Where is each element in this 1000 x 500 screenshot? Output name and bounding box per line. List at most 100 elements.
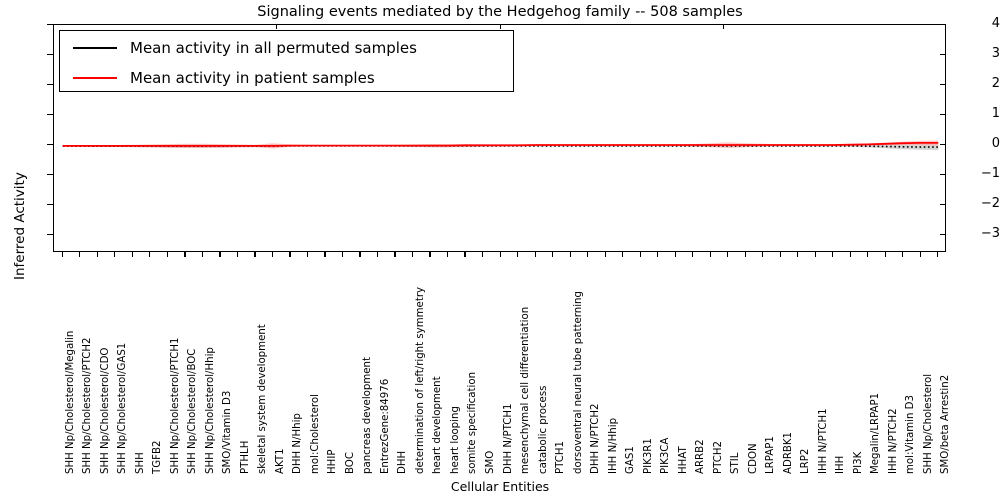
x-tick-mark [359,252,361,257]
x-tick-label: AKT1 [274,448,286,474]
x-tick-label: SHH Np/Cholesterol/PTCH2 [82,337,94,474]
x-tick-label: skeletal system development [257,324,269,474]
x-top-tick-mark [499,24,501,29]
y-tick-label: −2 [980,196,1000,211]
x-tick-mark [727,252,729,257]
y-tick-mark [47,234,53,236]
plot-svg [62,140,939,151]
x-tick-label: HHIP [327,449,339,474]
x-tick-mark [884,252,886,257]
x-tick-label: PIK3R1 [642,438,654,474]
x-tick-mark [534,252,536,257]
x-tick-label: SHH Np/Cholesterol/Megalin [64,330,76,474]
y-tick-label: 3 [991,46,1000,61]
y-tick-mark [940,114,946,116]
x-tick-label: SMO/Vitamin D3 [222,390,234,474]
x-tick-mark [902,252,904,257]
x-tick-mark [289,252,291,257]
x-tick-label: HHAT [677,446,689,474]
x-tick-mark [464,252,466,257]
x-tick-label: catabolic process [537,385,549,474]
legend-line-patient [73,77,117,79]
x-tick-mark [411,252,414,257]
x-tick-label: somite specification [467,371,479,474]
legend-line-permuted [73,47,117,49]
x-tick-label: mol:Vitamin D3 [905,394,917,474]
y-tick-mark [940,24,946,26]
x-tick-label: BOC [344,452,356,474]
x-tick-label: dorsoventral neural tube patterning [572,291,584,474]
x-tick-mark [709,252,711,257]
legend-label-permuted: Mean activity in all permuted samples [130,39,417,57]
x-tick-mark [639,252,641,257]
x-tick-label: PIK3CA [660,437,672,474]
x-tick-mark [481,252,484,257]
x-tick-label: DHH N/Hhip [292,413,304,474]
x-tick-mark [131,252,133,257]
x-tick-label: mesenchymal cell differentiation [520,306,531,474]
x-tick-label: DHH N/PTCH2 [590,403,602,474]
x-tick-mark [499,252,501,257]
y-tick-mark [940,234,946,236]
x-tick-mark [96,252,98,257]
x-tick-label: heart looping [449,406,461,474]
x-tick-mark [674,252,676,257]
y-tick-mark [47,54,53,56]
x-tick-mark [867,252,869,257]
y-tick-mark [940,174,946,176]
y-tick-label: 2 [991,76,1000,91]
x-tick-label: IHH N/PTCH1 [817,408,829,474]
x-tick-mark [446,252,449,257]
y-tick-mark [47,84,53,86]
y-tick-mark [940,144,946,146]
x-tick-mark [376,252,379,257]
x-tick-label: SHH Np/Cholesterol/Hhip [204,347,216,474]
x-tick-label: Megalin/LRPAP1 [870,392,882,474]
x-tick-label: LRP2 [800,448,812,474]
x-tick-mark [429,252,431,257]
x-tick-label: SMO/beta Arrestin2 [940,374,952,474]
x-tick-mark [517,252,519,257]
legend-entry: Mean activity in patient samples [60,65,513,91]
x-top-tick-mark [276,24,278,29]
chart-legend: Mean activity in all permuted samples Me… [59,30,514,92]
x-tick-label: heart development [432,376,444,474]
x-tick-mark [622,252,624,257]
x-tick-label: determination of left/right symmetry [414,286,426,474]
x-tick-label: IHH N/Hhip [607,417,619,474]
x-tick-mark [814,252,816,257]
x-tick-label: IHH N/PTCH2 [887,408,899,474]
legend-entry: Mean activity in all permuted samples [60,35,513,61]
x-tick-label: ADRBK1 [782,431,794,474]
x-tick-label: DHH [397,450,409,474]
x-tick-mark [849,252,851,257]
x-tick-mark [324,252,326,257]
y-tick-mark [940,84,946,86]
x-tick-mark [692,252,694,257]
y-tick-label: 4 [991,16,1000,31]
y-tick-mark [940,204,946,206]
x-tick-mark [254,252,256,257]
y-tick-label: −3 [980,226,1000,241]
x-tick-label: PTCH2 [712,440,724,474]
x-tick-label: SHH Np/Cholesterol/CDO [99,347,111,474]
x-top-tick-mark [722,24,724,29]
x-tick-mark [219,252,221,257]
x-tick-label: SHH Np/Cholesterol [922,373,934,474]
x-tick-label: DHH N/PTCH1 [502,403,514,474]
x-tick-label: CDON [747,443,759,474]
y-tick-mark [47,24,53,26]
series-line [62,142,939,147]
x-tick-mark [587,252,589,257]
x-tick-mark [657,252,659,257]
x-tick-mark [797,252,799,257]
x-tick-mark [832,252,834,257]
y-tick-mark [47,144,53,146]
y-tick-label: −1 [980,166,1000,181]
x-tick-mark [149,252,151,257]
x-tick-label: GAS1 [625,446,637,474]
x-tick-mark [552,252,554,257]
x-tick-label: IHH [835,455,847,474]
x-tick-mark [762,252,764,257]
